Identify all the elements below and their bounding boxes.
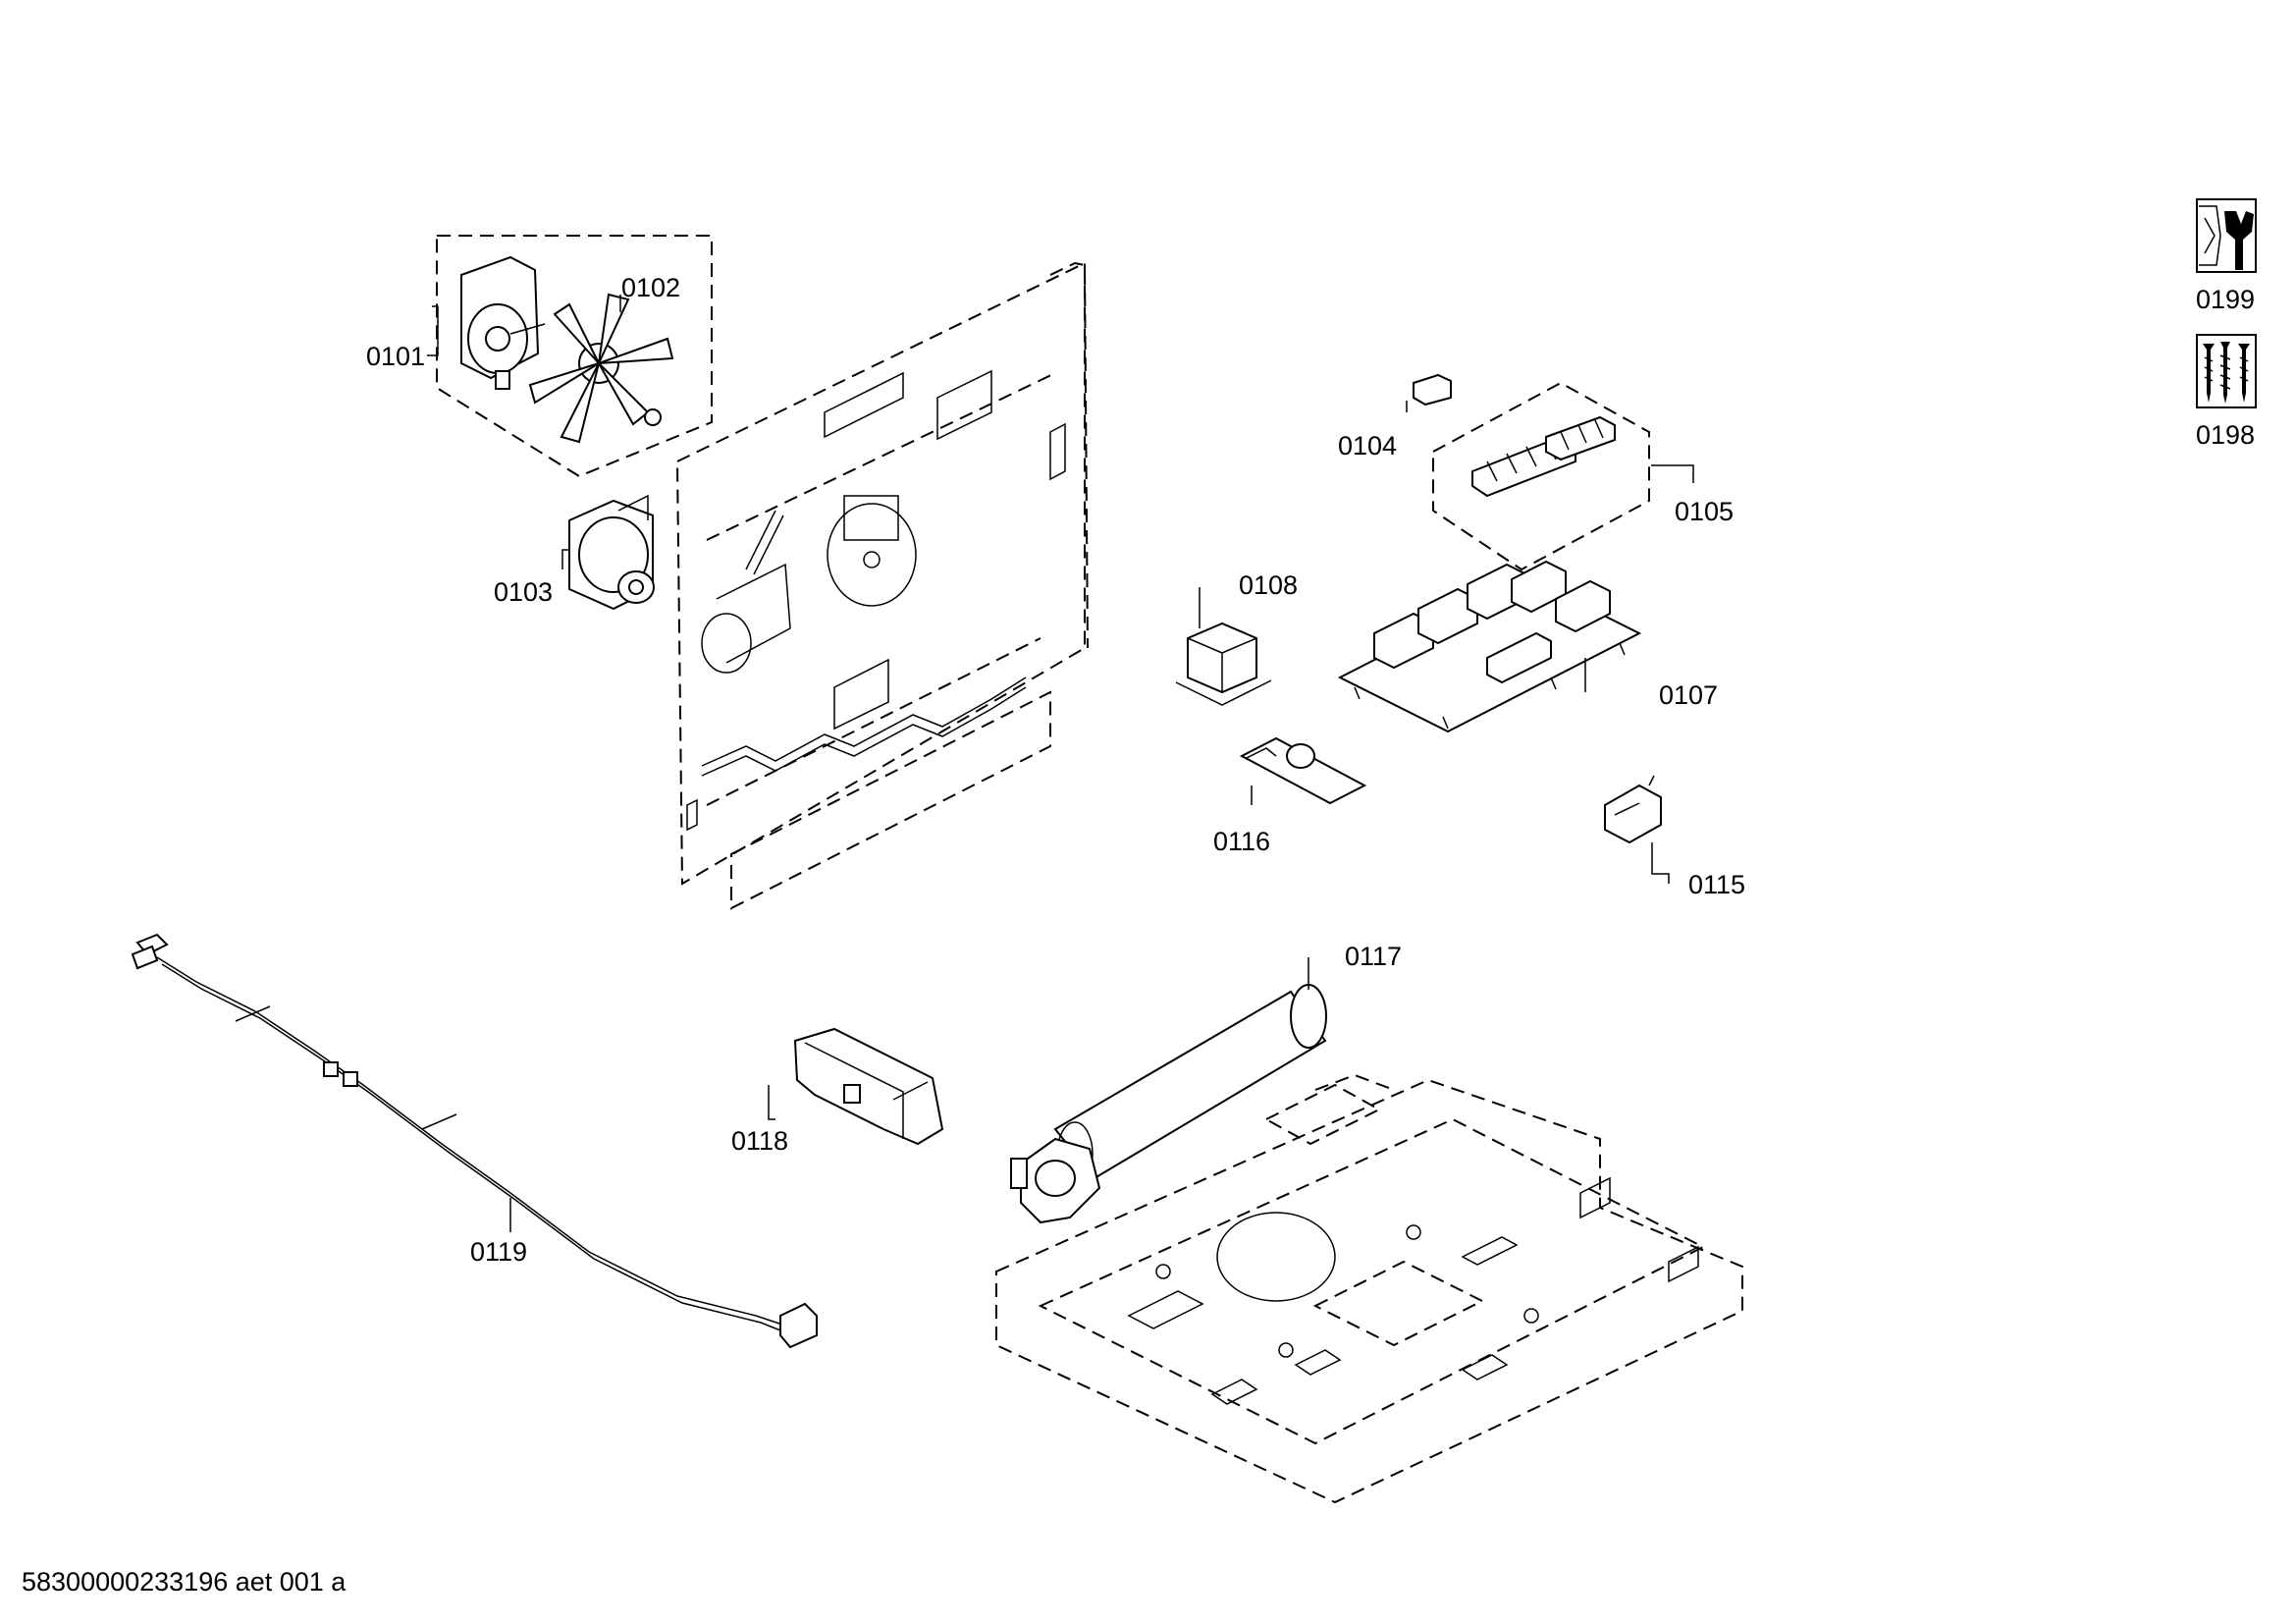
base-panel-drawing [995, 1073, 1743, 1504]
label-0116[interactable]: 0116 [1213, 827, 1270, 856]
label-0101[interactable]: 0101 [366, 342, 425, 371]
wrench-service-icon[interactable] [2196, 198, 2257, 273]
control-board-0107-drawing [1337, 560, 1642, 733]
filter-board-0116-drawing [1239, 736, 1367, 805]
label-0108[interactable]: 0108 [1239, 570, 1298, 600]
fan-motor-group-drawing [436, 235, 713, 478]
label-0104[interactable]: 0104 [1338, 431, 1397, 460]
power-module-0118-drawing [793, 1027, 944, 1146]
screw-set-icon[interactable] [2196, 334, 2257, 408]
label-0105[interactable]: 0105 [1675, 497, 1734, 526]
label-0103[interactable]: 0103 [494, 577, 553, 607]
leader-lines [427, 295, 1694, 1232]
tangential-fan-0117-drawing [1010, 984, 1327, 1224]
label-0199[interactable]: 0199 [2196, 285, 2255, 314]
label-0107[interactable]: 0107 [1659, 680, 1718, 710]
wire-harness-0119-drawing [131, 933, 818, 1349]
label-0115[interactable]: 0115 [1688, 870, 1745, 899]
label-0118[interactable]: 0118 [731, 1126, 788, 1156]
terminal-group-drawing [1413, 373, 1650, 571]
label-0119[interactable]: 0119 [470, 1237, 527, 1267]
label-0102[interactable]: 0102 [621, 273, 680, 302]
motor-0103-drawing [568, 494, 655, 611]
transformer-0108-drawing [1175, 622, 1272, 706]
sensor-0115-drawing [1604, 775, 1662, 844]
label-0117[interactable]: 0117 [1345, 942, 1402, 971]
rear-panel-drawing [675, 261, 1089, 910]
label-0198[interactable]: 0198 [2196, 420, 2255, 450]
document-id: 58300000233196 aet 001 a [22, 1567, 347, 1597]
